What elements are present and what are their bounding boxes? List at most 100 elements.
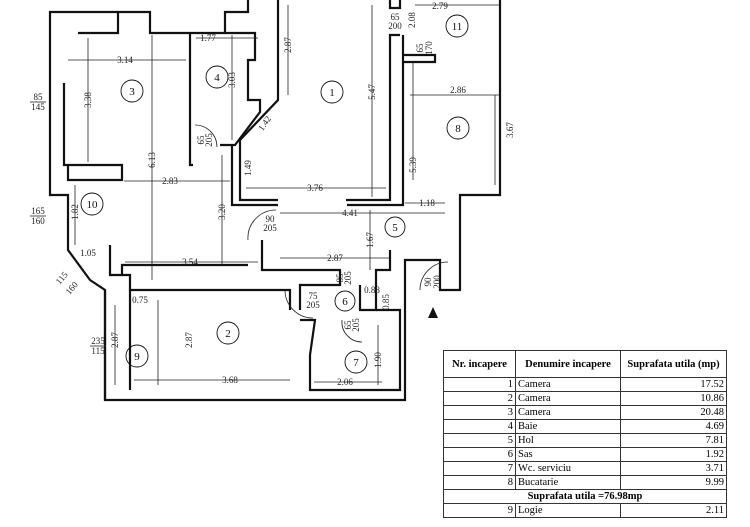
column-header: Nr. incapere xyxy=(443,350,516,378)
table-cell: 9 xyxy=(443,503,516,518)
opening-label: 205 xyxy=(306,300,320,310)
room-number: 6 xyxy=(342,296,348,308)
table-cell: 17.52 xyxy=(620,377,727,392)
room-number: 7 xyxy=(353,357,359,369)
opening-label: 160 xyxy=(64,279,81,296)
dimension-label: 3.20 xyxy=(217,204,227,220)
table-cell: Baie xyxy=(515,419,621,434)
opening-label: 205 xyxy=(343,271,353,285)
room-markers: 1 2 3 4 5 6 7 8 9 10 11 xyxy=(80,14,470,374)
room-number: 5 xyxy=(392,222,398,234)
dimension-label: 2.06 xyxy=(337,377,353,387)
table-cell: 7 xyxy=(443,461,516,476)
dimension-label: 3.68 xyxy=(222,375,238,385)
dimension-label: 2.87 xyxy=(110,332,120,348)
table-cell: 10.86 xyxy=(620,391,727,406)
dimension-label: 0.88 xyxy=(364,285,380,295)
opening-label: 165 xyxy=(31,206,45,216)
opening-label: 200 xyxy=(388,21,402,31)
room-area-table: Nr. incapere Denumire incapere Suprafata… xyxy=(443,350,727,518)
dimension-label: 3.67 xyxy=(505,122,515,138)
column-header: Denumire incapere xyxy=(515,350,621,378)
table-cell: Camera xyxy=(515,391,621,406)
dimension-label: 2.87 xyxy=(327,253,343,263)
opening-label: 145 xyxy=(31,102,45,112)
room-number: 9 xyxy=(134,351,140,363)
dimension-label: 2.79 xyxy=(432,1,448,11)
dimension-labels: 3.14 1.77 3.38 3.03 6.13 2.87 5.47 1.42 … xyxy=(70,1,515,387)
opening-label: 200 xyxy=(432,275,442,289)
dimension-label: 0.75 xyxy=(132,295,148,305)
total-area: Suprafata utila =76.98mp xyxy=(443,489,727,504)
dimension-label: 1.67 xyxy=(365,232,375,248)
table-cell: 8 xyxy=(443,475,516,490)
table-cell: 3 xyxy=(443,405,516,420)
dimension-label: 1.77 xyxy=(200,33,216,43)
room-number: 1 xyxy=(329,87,335,99)
table-cell: 5 xyxy=(443,433,516,448)
dimension-label: 2.87 xyxy=(184,332,194,348)
dimension-label: 2.83 xyxy=(162,176,178,186)
dimension-label: 3.03 xyxy=(227,72,237,88)
table-cell: Camera xyxy=(515,405,621,420)
opening-label: 65 xyxy=(415,43,425,53)
table-cell: 2 xyxy=(443,391,516,406)
table-cell: 1 xyxy=(443,377,516,392)
room-number: 2 xyxy=(225,328,231,340)
column-header: Suprafata utila (mp) xyxy=(620,350,727,378)
opening-label: 85 xyxy=(34,92,44,102)
walls xyxy=(48,0,502,402)
opening-label: 170 xyxy=(424,41,434,55)
dimension-label: 1.49 xyxy=(243,160,253,176)
table-cell: 20.48 xyxy=(620,405,727,420)
dimension-label: 1.05 xyxy=(80,248,96,258)
opening-label: 65 xyxy=(343,320,353,330)
room-number: 3 xyxy=(129,86,135,98)
dimension-label: 1.42 xyxy=(256,114,273,133)
table-cell: 4 xyxy=(443,419,516,434)
total-row: Suprafata utila =76.98mp xyxy=(443,489,727,504)
opening-label: 75 xyxy=(309,291,319,301)
dimension-label: 6.13 xyxy=(147,152,157,168)
dimension-label: 3.54 xyxy=(182,257,198,267)
table-cell: 1.92 xyxy=(620,447,727,462)
table-cell: Camera xyxy=(515,377,621,392)
opening-label: 205 xyxy=(351,318,361,332)
table-cell: Sas xyxy=(515,447,621,462)
dimension-label: 2.86 xyxy=(450,85,466,95)
opening-label: 205 xyxy=(204,133,214,147)
dimension-label: 5.47 xyxy=(367,84,377,100)
table-cell: 2.11 xyxy=(620,503,727,518)
table-cell: 6 xyxy=(443,447,516,462)
room-number: 10 xyxy=(87,199,99,211)
opening-label: 90 xyxy=(266,214,276,224)
table-cell: Wc. serviciu xyxy=(515,461,621,476)
table-cell: 9.99 xyxy=(620,475,727,490)
table-cell: Logie xyxy=(515,503,621,518)
door-swings xyxy=(194,124,449,343)
opening-label: 115 xyxy=(91,346,105,356)
dimension-label: 1.18 xyxy=(419,198,435,208)
dimension-label: 2.87 xyxy=(283,37,293,53)
opening-label: 65 xyxy=(196,135,206,145)
dimension-lines xyxy=(68,4,500,385)
room-number: 11 xyxy=(452,21,463,33)
opening-label: 205 xyxy=(263,223,277,233)
room-number: 4 xyxy=(214,72,220,84)
table-cell: 4.69 xyxy=(620,419,727,434)
table-cell: Bucatarie xyxy=(515,475,621,490)
dimension-label: 1.90 xyxy=(373,352,383,368)
dimension-label: 3.38 xyxy=(83,92,93,108)
opening-label: 85 xyxy=(335,273,345,283)
room-number: 8 xyxy=(455,123,461,135)
table-cell: 3.71 xyxy=(620,461,727,476)
dimension-label: 1.82 xyxy=(70,204,80,220)
